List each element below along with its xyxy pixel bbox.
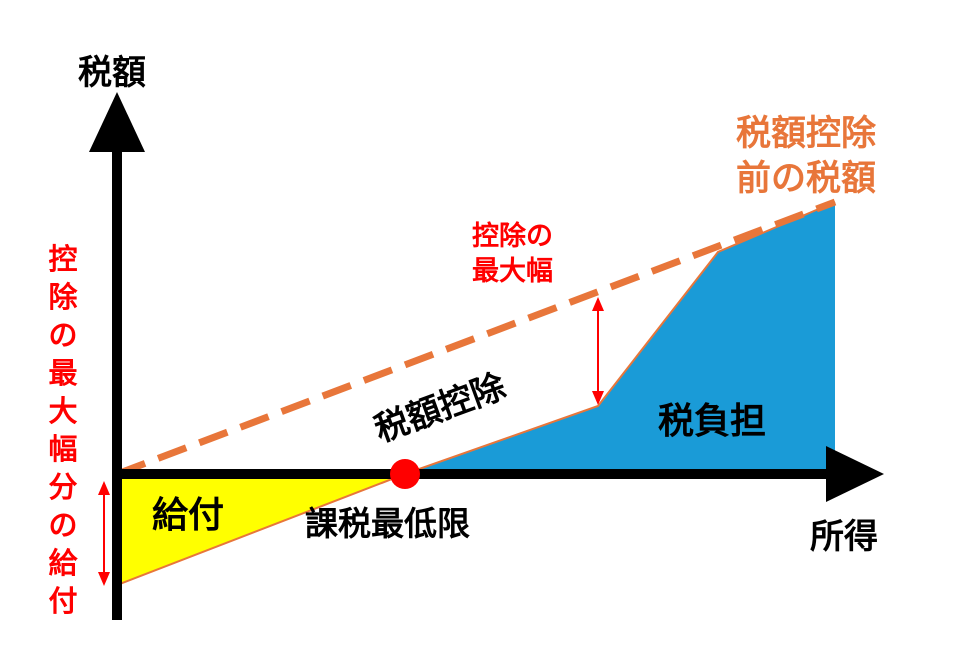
y-axis-arrowhead [89, 92, 145, 152]
tax-credit-label: 税額控除 [369, 366, 511, 450]
max-benefit-arrowhead-bottom [98, 572, 110, 586]
benefit-label: 給付 [152, 495, 224, 536]
vchar: 付 [48, 584, 78, 618]
tax-burden-label: 税負担 [658, 401, 766, 442]
vchar: の [48, 318, 78, 352]
max-credit-arrowhead-top [592, 297, 604, 311]
pre-credit-tax-label-line1: 税額控除 [736, 114, 877, 154]
min-taxable-income-label: 課税最低限 [305, 504, 470, 543]
max-benefit-arrowhead-top [98, 481, 110, 495]
vchar: 給 [48, 546, 78, 580]
max-credit-label-line2: 最大幅 [472, 256, 553, 287]
vchar: 幅 [48, 432, 78, 466]
x-axis-arrowhead [826, 446, 884, 502]
vchar: 分 [48, 470, 78, 504]
vchar: の [48, 508, 78, 542]
max-credit-arrowhead-bottom [592, 391, 604, 405]
vchar: 控 [48, 242, 78, 276]
vchar: 最 [48, 356, 78, 390]
y-axis-label: 税額 [78, 53, 146, 93]
vchar: 大 [48, 394, 78, 428]
max-credit-benefit-vertical-label: 控 除 の 最 大 幅 分 の 給 付 [44, 240, 82, 620]
x-axis-label: 所得 [810, 517, 878, 557]
max-credit-label-line1: 控除の [472, 220, 553, 252]
tax-burden-area [405, 202, 835, 474]
min-taxable-income-point [390, 459, 420, 489]
vchar: 除 [48, 280, 78, 314]
pre-credit-tax-dashed-line [115, 198, 837, 478]
pre-credit-tax-label-line2: 前の税額 [736, 159, 876, 199]
